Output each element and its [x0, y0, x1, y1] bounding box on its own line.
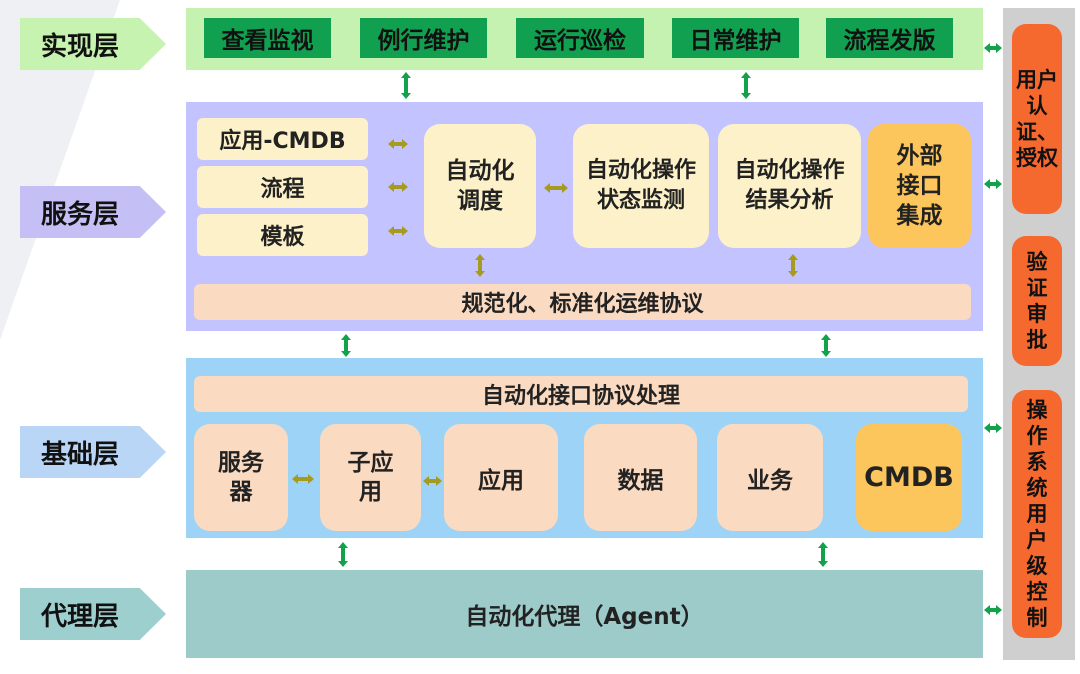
service-item-template: 模板: [197, 214, 368, 256]
standard-ops-protocol: 规范化、标准化运维协议: [194, 284, 971, 320]
arrow-analysis-protocol: [788, 254, 798, 277]
layer-label-foundation: 基础层: [20, 426, 166, 478]
foundation-item-server: 服务 器: [194, 424, 288, 531]
arrow-foundation-agent-right: [818, 542, 828, 567]
arrow-template-scheduling: [388, 226, 408, 236]
foundation-item-data: 数据: [584, 424, 697, 531]
agent-layer-band: 自动化代理（Agent）: [186, 570, 983, 658]
arrow-side-agent: [984, 605, 1002, 615]
layer-label-service: 服务层: [20, 186, 166, 238]
automation-scheduling: 自动化 调度: [424, 124, 536, 248]
service-item-process: 流程: [197, 166, 368, 208]
arrow-app-cmdb-scheduling: [388, 139, 408, 149]
arrow-process-scheduling: [388, 182, 408, 192]
arrow-presentation-service-right: [741, 72, 751, 99]
arrow-subapp-app: [423, 476, 442, 486]
interface-protocol-processing: 自动化接口协议处理: [194, 376, 968, 412]
arrow-side-foundation: [984, 423, 1002, 433]
arrow-scheduling-monitor: [544, 183, 568, 193]
arrow-server-subapp: [292, 474, 314, 484]
foundation-item-cmdb: CMDB: [856, 424, 962, 531]
foundation-item-application: 应用: [444, 424, 558, 531]
presentation-item-daily-maintenance: 日常维护: [672, 18, 799, 58]
arrow-presentation-service-left: [401, 72, 411, 99]
layer-label-presentation: 实现层: [20, 18, 166, 70]
result-analysis: 自动化操作 结果分析: [718, 124, 861, 248]
service-item-app-cmdb: 应用-CMDB: [197, 118, 368, 160]
side-tag-auth: 用户认证、授权: [1012, 24, 1062, 214]
presentation-item-release: 流程发版: [826, 18, 953, 58]
side-tag-os-user-control: 操作系统用户级控制: [1012, 390, 1062, 638]
layer-label-agent: 代理层: [20, 588, 166, 640]
arrow-scheduling-protocol: [475, 254, 485, 277]
arrow-service-foundation-left: [341, 334, 351, 357]
foundation-item-business: 业务: [717, 424, 823, 531]
status-monitoring: 自动化操作 状态监测: [573, 124, 709, 248]
arrow-foundation-agent-left: [338, 542, 348, 567]
presentation-item-view-monitor: 查看监视: [204, 18, 331, 58]
foundation-item-sub-app: 子应 用: [320, 424, 421, 531]
arrow-service-foundation-right: [821, 334, 831, 357]
presentation-item-routine-maintenance: 例行维护: [360, 18, 487, 58]
arrow-side-service: [984, 179, 1002, 189]
arrow-side-presentation: [984, 43, 1002, 53]
presentation-item-inspection: 运行巡检: [516, 18, 644, 58]
side-tag-approval: 验证审批: [1012, 236, 1062, 366]
external-interface-integration: 外部 接口 集成: [868, 124, 971, 248]
